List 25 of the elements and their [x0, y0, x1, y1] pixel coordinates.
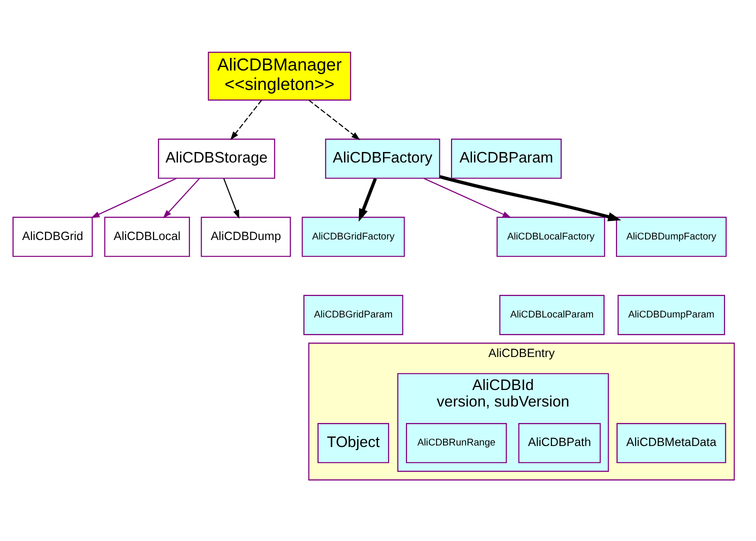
node-box: AliCDBFactory	[325, 138, 440, 179]
node-box: AliCDBPath	[518, 423, 601, 464]
node-box: AliCDBStorage	[158, 138, 276, 179]
arrow	[439, 175, 622, 222]
node-box: AliCDBDumpFactory	[616, 216, 727, 257]
node-box: AliCDBDump	[200, 216, 291, 257]
node-box: AliCDBMetaData	[616, 423, 726, 464]
arrow	[90, 178, 177, 218]
node-box: AliCDBGrid	[12, 216, 93, 257]
node-box: AliCDBLocalParam	[499, 294, 605, 336]
arrow	[162, 178, 200, 218]
node-box: AliCDBRunRange	[406, 423, 507, 464]
node-box: AliCDBGridParam	[303, 294, 404, 336]
node-box: AliCDBDumpParam	[618, 294, 726, 336]
node-box: AliCDBManager <<singleton>>	[208, 52, 352, 101]
node-box: AliCDBGridFactory	[302, 216, 405, 257]
node-box: AliCDBLocal	[104, 216, 190, 257]
node-box: AliCDBLocalFactory	[496, 216, 606, 257]
arrow	[358, 178, 377, 222]
arrow	[223, 178, 240, 219]
arrow	[230, 100, 262, 140]
arrow	[308, 100, 360, 140]
node-box: AliCDBParam	[451, 138, 562, 179]
node-box: TObject	[318, 423, 390, 464]
arrow	[424, 178, 512, 218]
